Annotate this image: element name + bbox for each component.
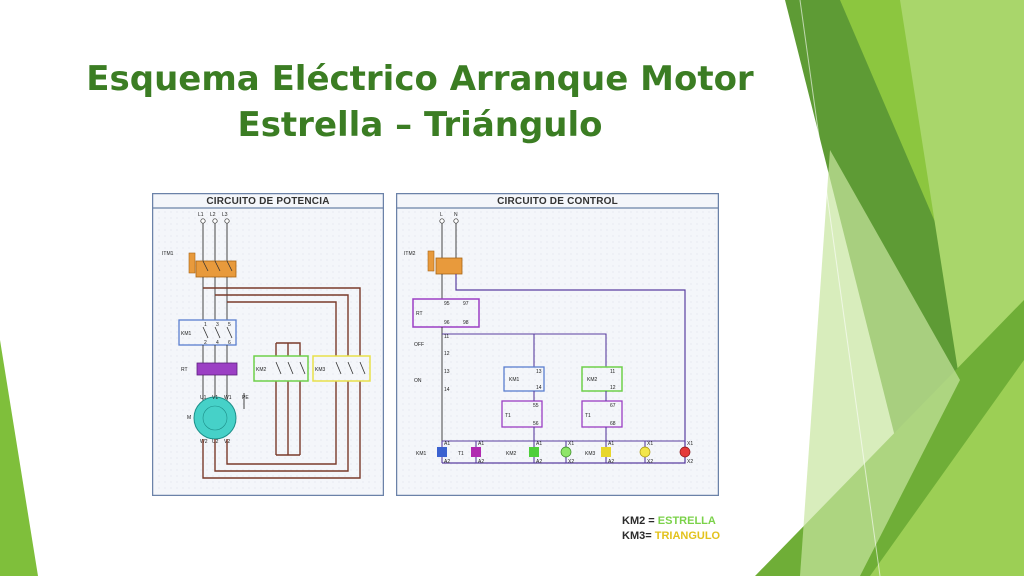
off-11: 11 (444, 334, 449, 340)
bg-left-sliver (0, 340, 38, 576)
motor-v1: V1 (212, 395, 218, 401)
bg-triangle-lower-light (870, 360, 1024, 576)
motor-label: M (187, 415, 191, 421)
coil-km1-a1: A1 (444, 441, 450, 447)
control-circuit-diagram: L N ITM2 RT 95 96 97 98 OFF 11 12 ON 13 … (396, 193, 719, 496)
motor-w1: W1 (224, 395, 232, 401)
control-circuit-header: CIRCUITO DE CONTROL (497, 196, 618, 207)
rt-95: 95 (444, 301, 450, 307)
itm2-label: ITM2 (404, 251, 416, 257)
km2-aux-label: KM2 (587, 377, 598, 383)
coil-km3-tag: KM3 (585, 451, 596, 457)
legend-km2: KM2 = ESTRELLA (622, 514, 720, 529)
bg-line (799, 0, 881, 576)
power-circuit-panel: L1 L2 L3 ITM1 KM1 1 3 5 2 4 (152, 193, 384, 496)
rt-label: RT (181, 367, 188, 373)
lamp1-x1: X1 (568, 441, 574, 447)
coil-km1-a2: A2 (444, 459, 450, 465)
motor-u1: U1 (200, 395, 207, 401)
km1-t4: 4 (216, 340, 219, 346)
km2-label: KM2 (256, 367, 267, 373)
t1-67: 67 (610, 403, 616, 409)
on-13: 13 (444, 369, 450, 375)
rt-contact-label: RT (416, 311, 423, 317)
slide-title: Esquema Eléctrico Arranque Motor Estrell… (60, 56, 780, 148)
legend-km3-key: KM3= (622, 530, 655, 542)
title-line-1: Esquema Eléctrico Arranque Motor (86, 59, 754, 99)
coil-km2-tag: KM2 (506, 451, 517, 457)
lamp2-x1: X1 (647, 441, 653, 447)
supply-l: L (440, 212, 443, 218)
km1-t2: 2 (204, 340, 207, 346)
coil-km3-a1: A1 (608, 441, 614, 447)
t1-contact-a-label: T1 (505, 413, 511, 419)
motor-w2: W2 (200, 439, 208, 445)
t1-56: 56 (533, 421, 539, 427)
km1-t6: 6 (228, 340, 231, 346)
legend-km3-value: TRIANGULO (654, 530, 721, 542)
km1-aux-label: KM1 (509, 377, 520, 383)
phase-l3: L3 (222, 212, 228, 218)
bg-triangle-pale (800, 150, 960, 576)
rt-97: 97 (463, 301, 469, 307)
t1-55: 55 (533, 403, 539, 409)
km1-t5: 5 (228, 322, 231, 328)
rt-98: 98 (463, 320, 469, 326)
control-circuit-panel: L N ITM2 RT 95 96 97 98 OFF 11 12 ON 13 … (396, 193, 719, 496)
off-12: 12 (444, 351, 450, 357)
legend: KM2 = ESTRELLA KM3= TRIANGULO (622, 514, 720, 544)
t1-68: 68 (610, 421, 616, 427)
km1-aux-14: 14 (536, 385, 542, 391)
legend-km2-key: KM2 = (622, 515, 658, 527)
phase-l2: L2 (210, 212, 216, 218)
power-circuit-header: CIRCUITO DE POTENCIA (206, 196, 330, 207)
legend-km2-value: ESTRELLA (657, 515, 716, 527)
km2-aux-12: 12 (610, 385, 616, 391)
lamp2-x2: X2 (647, 459, 653, 465)
km3-label: KM3 (315, 367, 326, 373)
rt-96: 96 (444, 320, 450, 326)
coil-t1-tag: T1 (458, 451, 464, 457)
km2-aux-11: 11 (610, 369, 615, 375)
lamp3-x1: X1 (687, 441, 693, 447)
motor-pe: PE (242, 395, 249, 401)
title-line-2: Estrella – Triángulo (237, 105, 603, 145)
off-label: OFF (414, 342, 424, 348)
coil-km3-a2: A2 (608, 459, 614, 465)
coil-row (437, 441, 691, 463)
t1-contact-b-label: T1 (585, 413, 591, 419)
km1-label: KM1 (181, 331, 192, 337)
km1-t3: 3 (216, 322, 219, 328)
lamp3-x2: X2 (687, 459, 693, 465)
coil-t1-a2: A2 (478, 459, 484, 465)
coil-km2-a2: A2 (536, 459, 542, 465)
itm1-label: ITM1 (162, 251, 174, 257)
on-label: ON (414, 378, 422, 384)
phase-l1: L1 (198, 212, 204, 218)
coil-km2-a1: A1 (536, 441, 542, 447)
km1-aux-13: 13 (536, 369, 542, 375)
on-14: 14 (444, 387, 450, 393)
coil-km1-tag: KM1 (416, 451, 427, 457)
supply-n: N (454, 212, 458, 218)
power-circuit-diagram: L1 L2 L3 ITM1 KM1 1 3 5 2 4 (152, 193, 384, 496)
lamp1-x2: X2 (568, 459, 574, 465)
legend-km3: KM3= TRIANGULO (622, 529, 720, 544)
coil-t1-a1: A1 (478, 441, 484, 447)
km1-t1: 1 (204, 322, 207, 328)
